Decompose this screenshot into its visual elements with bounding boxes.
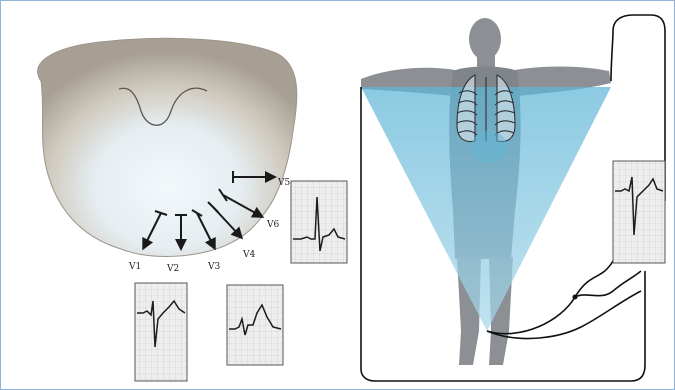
lead-label-v2: V2 bbox=[166, 264, 179, 274]
ecg-strip-v5 bbox=[291, 181, 347, 263]
lead-label-v3: V3 bbox=[207, 262, 220, 272]
heart-silhouette bbox=[471, 131, 507, 163]
cable-junction bbox=[573, 295, 578, 300]
lead-label-v1: V1 bbox=[128, 262, 141, 272]
ecg-strip-v1 bbox=[135, 283, 187, 381]
ecg-strip-limb-lead bbox=[613, 161, 665, 263]
lead-label-v5: V5 bbox=[277, 178, 290, 188]
chest-cross-section bbox=[38, 38, 297, 256]
lead-label-v6: V6 bbox=[266, 220, 279, 230]
lead-label-v4: V4 bbox=[242, 250, 255, 260]
ecg-strip-v3 bbox=[227, 285, 283, 365]
